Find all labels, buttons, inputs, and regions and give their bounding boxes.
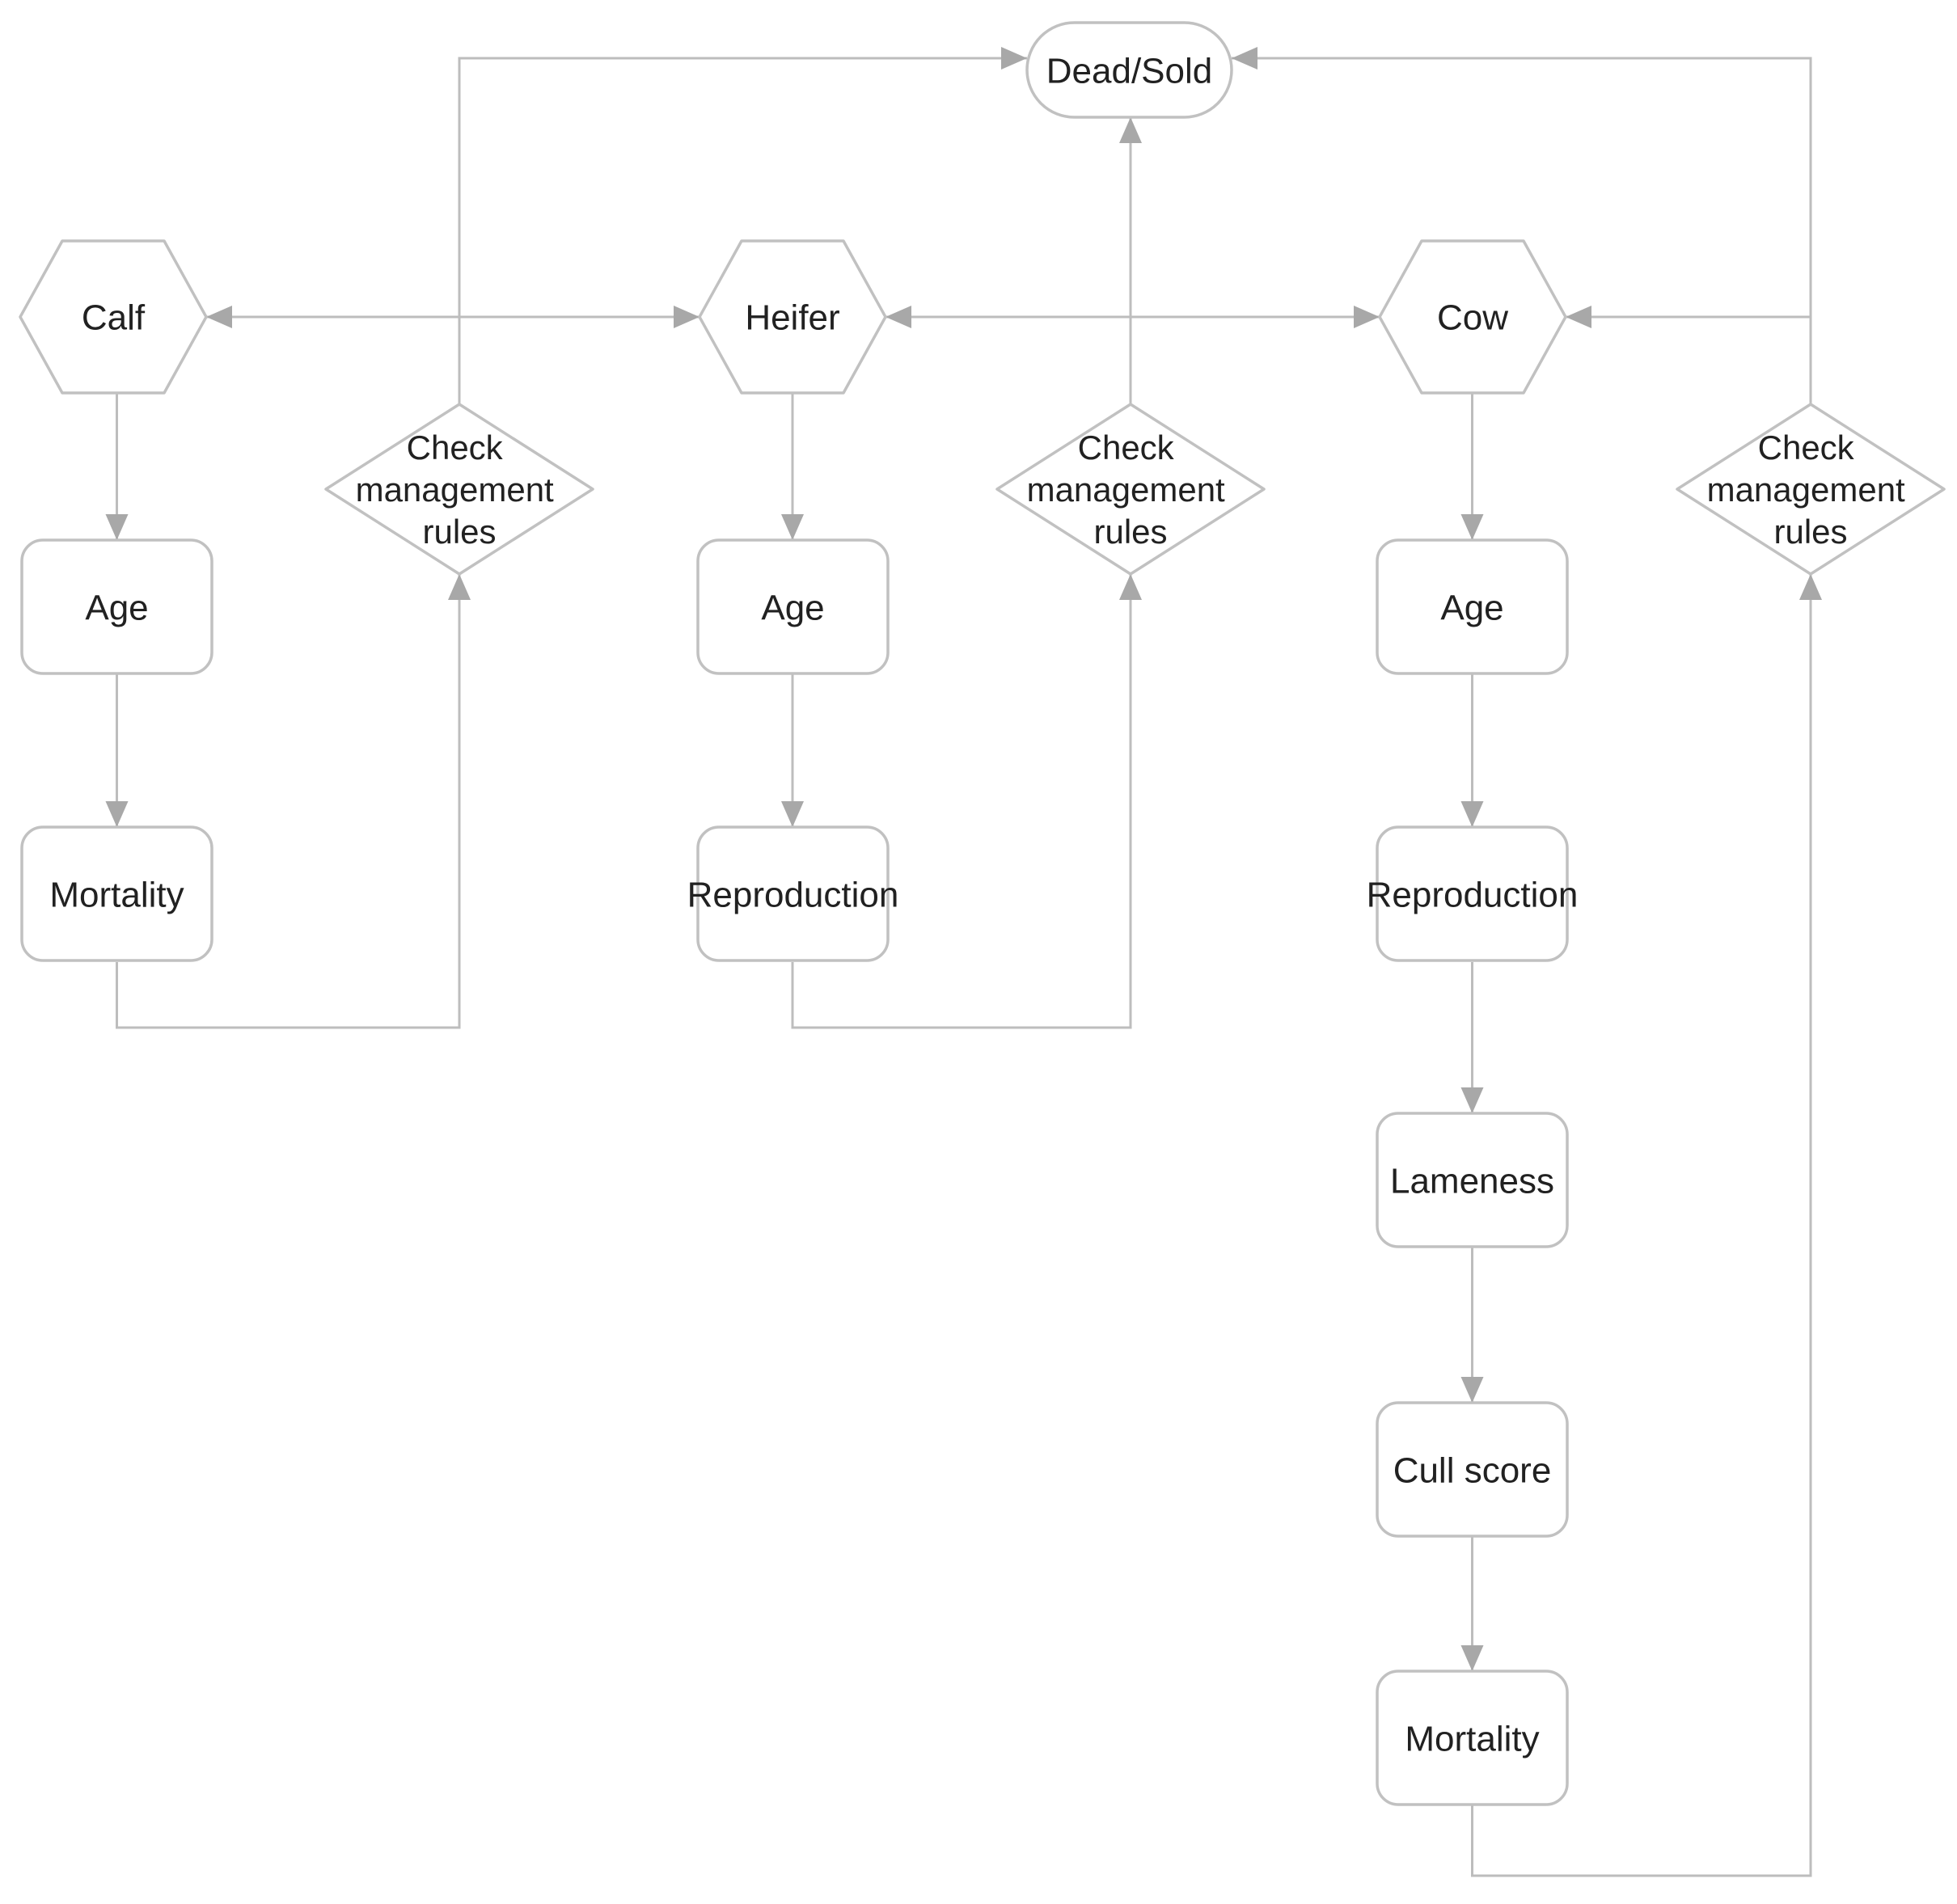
cow-mortality-shape [1376,1670,1569,1806]
calf-mortality-shape [20,825,213,962]
check-rules-3-label: Check management rules [1707,429,1915,551]
check-rules-2-line-3: rules [1093,513,1167,551]
node-calf: Calf [19,239,208,395]
check-rules-1-line-3: rules [422,513,496,551]
node-cow-lameness: Lameness [1376,1112,1569,1248]
calf-label: Calf [82,298,146,338]
dead-sold-label: Dead/Sold [1046,52,1212,91]
decision-check-management-rules-3: Check management rules [1676,403,1946,576]
node-heifer-age: Age [696,538,890,675]
cow-age-label: Age [1440,589,1503,628]
dead-sold-shape [1025,21,1233,119]
decision-check-management-rules-1: Check management rules [324,403,594,576]
check-rules-1-shape [324,403,594,576]
edge-check-rules-3-to-dead-sold [1232,47,1812,404]
calf-shape [19,239,208,395]
heifer-label: Heifer [745,298,839,338]
check-rules-2-line-1: Check [1078,429,1175,467]
node-cow-age: Age [1376,538,1569,675]
node-calf-mortality: Mortality [20,825,213,962]
edge-reproduction-heifer-to-check-rules-2 [791,574,1142,1029]
check-rules-2-label: Check management rules [1027,429,1235,551]
check-rules-3-line-1: Check [1758,429,1855,467]
cow-label: Cow [1437,298,1508,338]
cow-lameness-shape [1376,1112,1569,1248]
calf-age-label: Age [85,589,148,628]
check-rules-3-line-2: management [1707,471,1905,509]
node-dead-sold: Dead/Sold [1025,21,1233,119]
check-rules-2-line-2: management [1027,471,1225,509]
check-rules-2-shape [995,403,1266,576]
check-rules-1-line-2: management [356,471,554,509]
node-cow: Cow [1378,239,1567,395]
heifer-reproduction-shape [696,825,890,962]
node-cow-reproduction: Reproduction [1367,825,1579,962]
check-rules-1-label: Check management rules [356,429,564,551]
node-cow-mortality: Mortality [1376,1670,1569,1806]
cow-cull-score-shape [1376,1401,1569,1538]
check-rules-1-line-1: Check [407,429,504,467]
cow-reproduction-shape [1376,825,1569,962]
cow-reproduction-label: Reproduction [1367,876,1579,915]
check-rules-3-shape [1676,403,1946,576]
node-cow-cull-score: Cull score [1376,1401,1569,1538]
edge-mortality-calf-to-check-rules-1 [116,574,471,1029]
edges [105,47,1822,1877]
node-heifer-reproduction: Reproduction [687,825,899,962]
decision-check-management-rules-2: Check management rules [995,403,1266,576]
cow-cull-score-label: Cull score [1393,1451,1552,1491]
heifer-shape [698,239,887,395]
heifer-age-shape [696,538,890,675]
edge-mortality-cow-to-check-rules-3 [1471,574,1822,1877]
cow-shape [1378,239,1567,395]
cow-lameness-label: Lameness [1390,1162,1554,1201]
check-rules-3-line-3: rules [1773,513,1847,551]
cow-age-shape [1376,538,1569,675]
edge-check-rules-1-to-dead-sold [458,47,1027,404]
nodes: Dead/Sold Calf Heifer Cow Age Mortality … [19,21,1946,1806]
heifer-age-label: Age [761,589,824,628]
heifer-reproduction-label: Reproduction [687,876,899,915]
cow-mortality-label: Mortality [1405,1720,1539,1759]
calf-mortality-label: Mortality [49,876,184,915]
calf-age-shape [20,538,213,675]
node-calf-age: Age [20,538,213,675]
node-heifer: Heifer [698,239,887,395]
